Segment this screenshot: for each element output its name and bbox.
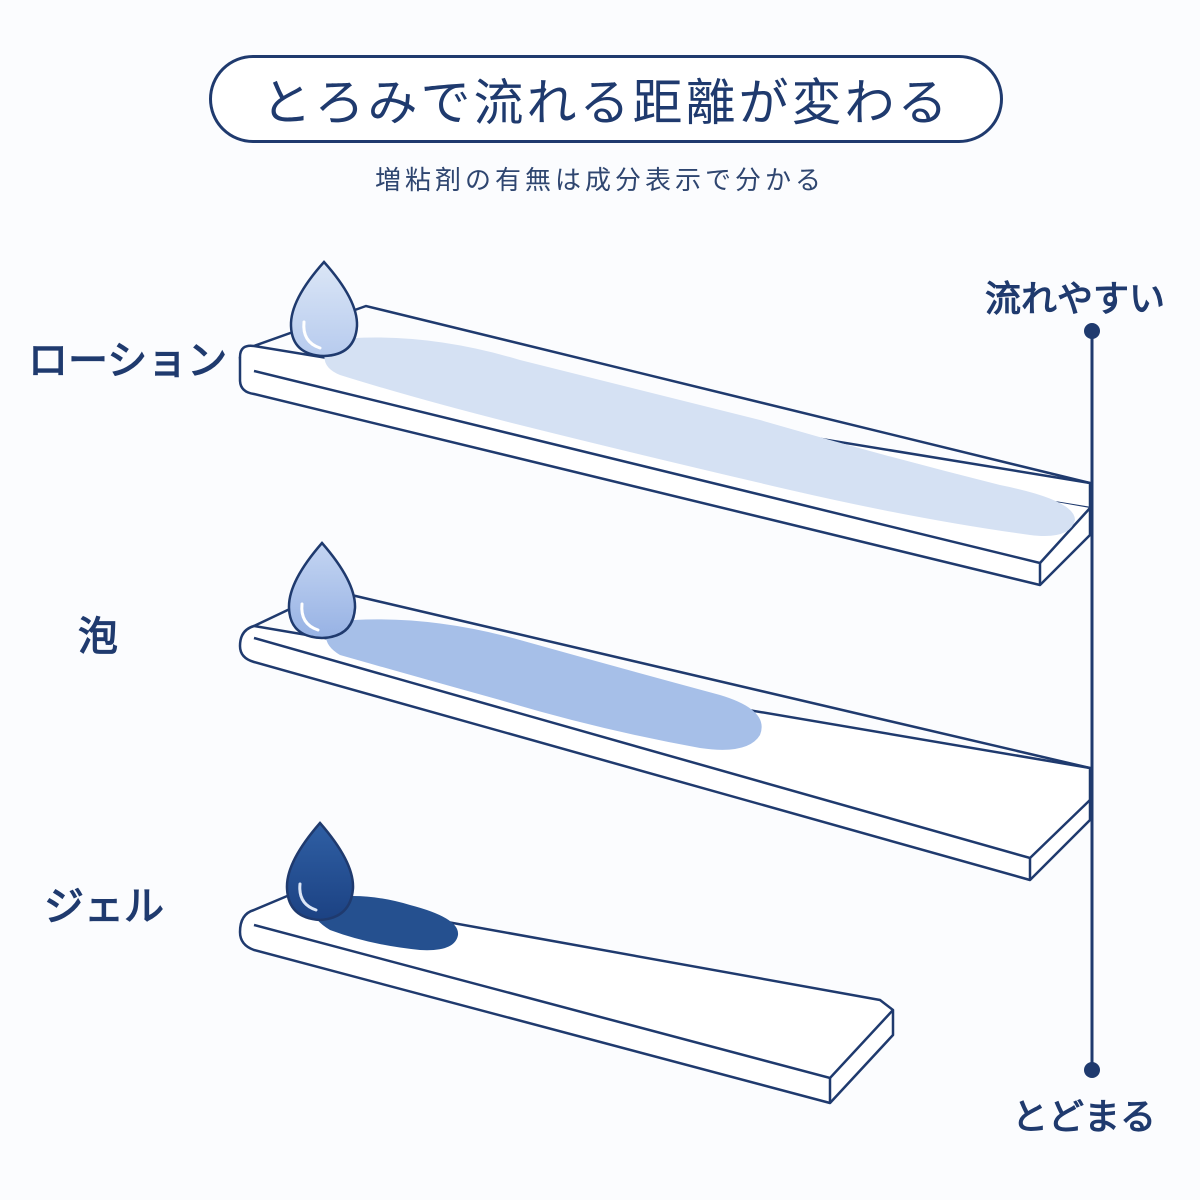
- title-pill: とろみで流れる距離が変わる: [209, 55, 1003, 143]
- flow-scale: [1084, 323, 1100, 1078]
- scale-top-label: 流れやすい: [985, 279, 1166, 320]
- spread-lotion: [324, 337, 1075, 536]
- spread-foam: [325, 619, 762, 750]
- drop-lotion: [289, 260, 359, 358]
- scale-top-dot: [1084, 323, 1100, 339]
- scale-bottom-dot: [1084, 1062, 1100, 1078]
- spread-gel: [313, 896, 459, 951]
- drop-foam: [287, 541, 357, 640]
- scale-bottom-label: とどまる: [1012, 1097, 1157, 1138]
- subtitle: 増粘剤の有無は成分表示で分かる: [374, 166, 825, 196]
- page-title: とろみで流れる距離が変わる: [261, 74, 951, 132]
- label-gel: ジェル: [44, 884, 164, 930]
- label-lotion: ローション: [28, 338, 228, 384]
- label-foam: 泡: [78, 614, 118, 660]
- plank-foam: [238, 588, 1092, 882]
- drop-gel: [285, 821, 355, 922]
